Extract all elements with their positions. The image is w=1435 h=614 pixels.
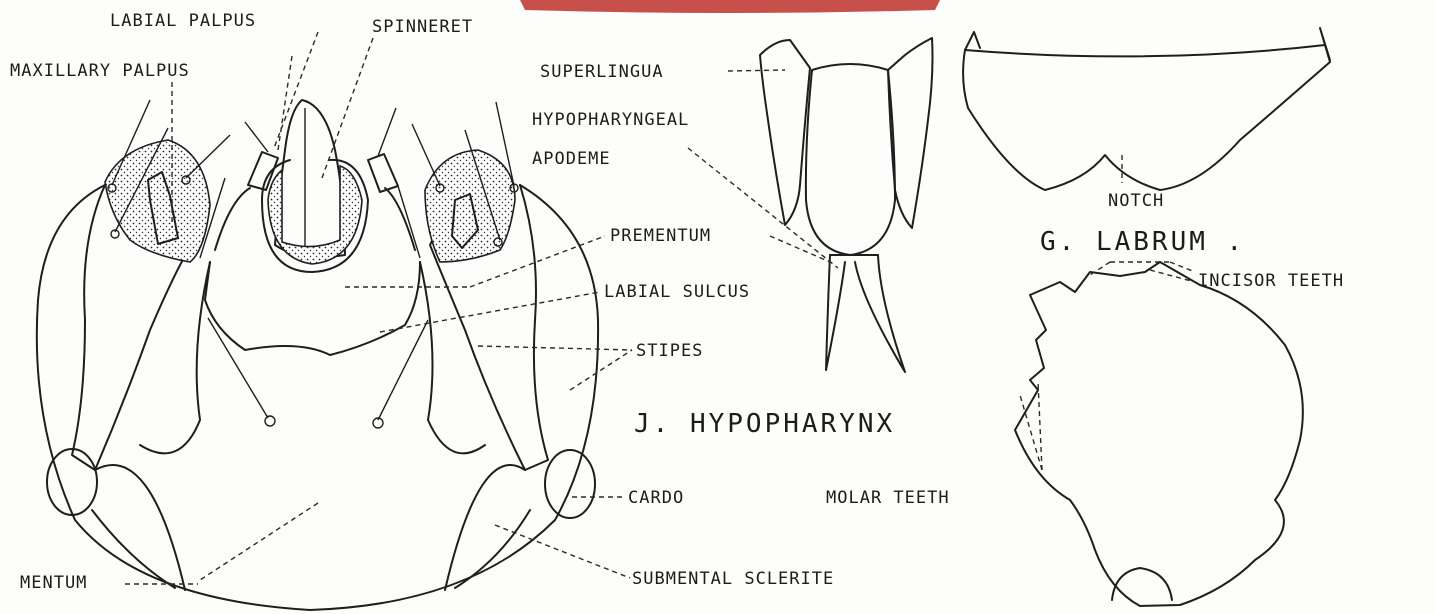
hypopharyngeal-apodeme-left (826, 255, 845, 370)
label-incisor-teeth: INCISOR TEETH (1198, 271, 1344, 291)
label-labial-sulcus: LABIAL SULCUS (604, 282, 750, 302)
prementum-top (215, 188, 415, 250)
hypopharyngeal-apodeme-right (855, 255, 905, 372)
hypopharynx-body (806, 64, 895, 255)
prementum (205, 262, 420, 355)
labrum-right-hook (1320, 28, 1330, 60)
label-labial-palpus: LABIAL PALPUS (110, 11, 256, 31)
label-cardo: CARDO (628, 488, 684, 508)
title-hypopharynx: J. HYPOPHARYNX (634, 409, 895, 439)
label-submental-sclerite: SUBMENTAL SCLERITE (632, 569, 834, 589)
right-labial-palpus (368, 154, 398, 192)
labrum-outline (963, 45, 1330, 190)
labrum-figure (963, 28, 1330, 190)
hypopharynx-figure (760, 38, 933, 372)
mandible-figure (1015, 262, 1303, 606)
left-cardo (47, 449, 97, 515)
label-maxillary-palpus: MAXILLARY PALPUS (10, 61, 190, 81)
label-notch: NOTCH (1108, 191, 1164, 211)
label-superlingua: SUPERLINGUA (540, 62, 664, 82)
mandible-condyle (1112, 568, 1172, 600)
label-stipes: STIPES (636, 341, 703, 361)
title-labrum: G. LABRUM . (1040, 227, 1245, 257)
labium-figure (37, 100, 598, 610)
right-submental-inner (455, 510, 530, 588)
label-mentum: MENTUM (20, 573, 87, 593)
right-maxillary-palpus (425, 150, 515, 262)
spinneret (275, 100, 345, 257)
mandible-leaders (1020, 262, 1195, 470)
label-hypopharyngeal: HYPOPHARYNGEAL (532, 110, 689, 130)
label-apodeme: APODEME (532, 149, 611, 169)
mentum-left-edge (140, 262, 210, 453)
mandible-outline (1015, 262, 1303, 606)
right-cardo (545, 450, 595, 518)
label-spinneret: SPINNERET (372, 17, 473, 37)
left-superlingua (760, 40, 810, 225)
labrum-left-hook (965, 32, 980, 50)
label-molar-teeth: MOLAR TEETH (826, 488, 950, 508)
red-heading-strip (520, 0, 940, 13)
label-prementum: PREMENTUM (610, 226, 711, 246)
